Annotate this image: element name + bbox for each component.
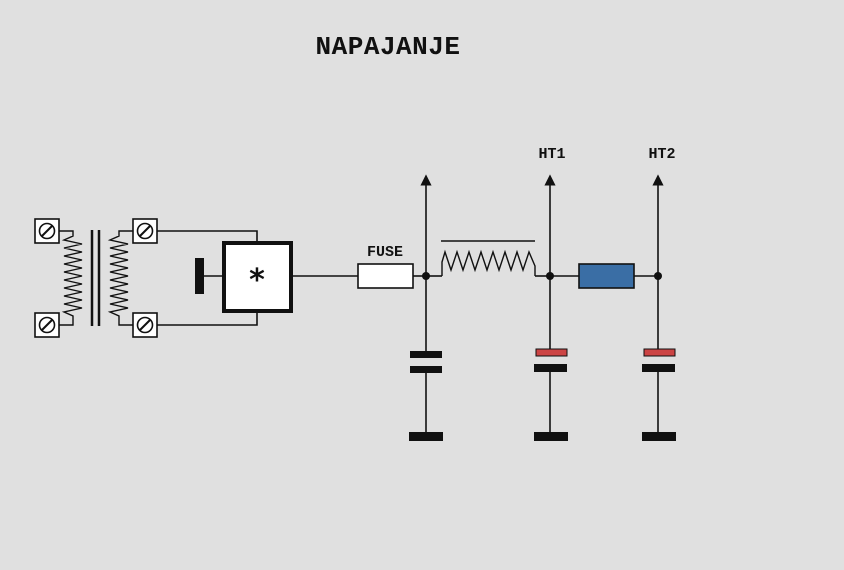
primary-winding bbox=[59, 230, 83, 326]
capacitor-1-bottom-plate bbox=[410, 366, 442, 373]
capacitor-1-top-plate bbox=[410, 351, 442, 358]
capacitor-2-negative-plate bbox=[534, 364, 567, 372]
fuse-label: FUSE bbox=[367, 244, 403, 261]
primary-terminal-bottom bbox=[34, 312, 60, 338]
rectifier-symbol: * bbox=[249, 263, 265, 298]
ground-3 bbox=[642, 432, 676, 441]
capacitor-3-negative-plate bbox=[642, 364, 675, 372]
ht2-label: HT2 bbox=[648, 146, 675, 163]
ground-1 bbox=[409, 432, 443, 441]
secondary-winding bbox=[107, 230, 133, 326]
capacitor-3-positive-plate bbox=[643, 348, 676, 357]
rectifier-block: * bbox=[222, 241, 293, 313]
fuse bbox=[357, 263, 414, 289]
wire-ac-top bbox=[157, 230, 258, 243]
choke-inductor bbox=[441, 249, 536, 276]
transformer bbox=[34, 218, 158, 338]
ground-2 bbox=[534, 432, 568, 441]
secondary-terminal-top bbox=[132, 218, 158, 244]
ht1-label: HT1 bbox=[538, 146, 565, 163]
secondary-terminal-bottom bbox=[132, 312, 158, 338]
schematic-title: NAPAJANJE bbox=[316, 32, 461, 62]
capacitor-2-positive-plate bbox=[535, 348, 568, 357]
primary-terminal-top bbox=[34, 218, 60, 244]
wire-ac-bottom bbox=[157, 311, 258, 326]
resistor bbox=[578, 263, 635, 289]
rectifier-negative-bar bbox=[195, 258, 204, 294]
